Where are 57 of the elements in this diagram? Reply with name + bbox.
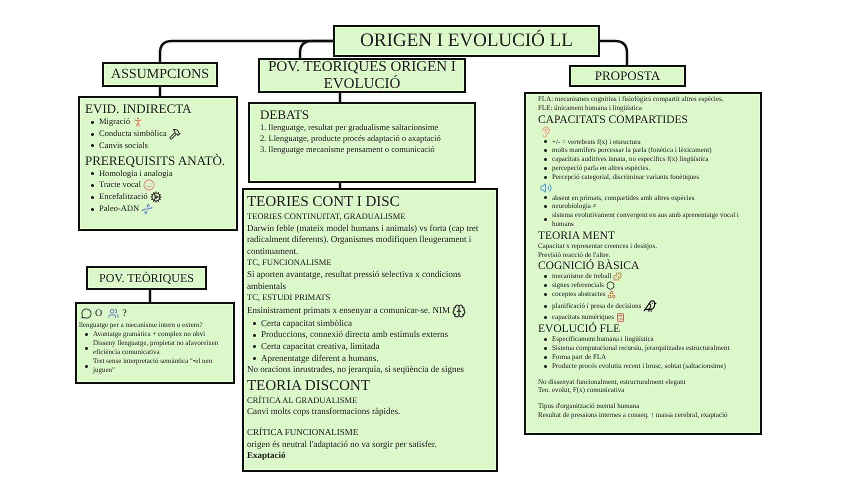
- text-line: Canvi molts cops transformacions ràpides.: [247, 406, 400, 418]
- list-item: Homologia i analogia: [99, 168, 173, 179]
- section-heading: DEBATS: [260, 107, 310, 122]
- text-line: No oracions inrustrades, no jerarquía, si seqüència de signes: [247, 364, 464, 376]
- text-line: Ensinistrament primats x ensenyar a comunicar-se. NIM: [247, 304, 450, 317]
- category-box: [86, 266, 207, 290]
- connector-line: [148, 290, 152, 302]
- subheading: TC, FUNCIONALISME: [247, 257, 332, 269]
- text-line: 1. llenguatge, resultat per gradualisme saltacionsime: [260, 122, 438, 133]
- subheading: CRÍTICA AL GRADUALISME: [247, 394, 358, 406]
- subheading: TC, ESTUDI PRIMATS: [247, 292, 330, 304]
- text-line: Si aporten avantatge, resultat pressió selectiva x condicions ambientals: [247, 268, 462, 292]
- content-box: [242, 188, 498, 472]
- content-box: [78, 96, 238, 231]
- section-heading: CAPACITATS COMPARTIDES: [538, 114, 688, 126]
- list-item: Tracte vocal: [99, 179, 141, 191]
- content-box: [75, 302, 235, 384]
- text-line: 3. llenguatge mecanisme pensament o comunicació: [260, 144, 435, 155]
- text-line: origen és neutral l'adaptació no va sorgir per satisfer.: [247, 438, 437, 450]
- text-line: Exaptació: [247, 450, 286, 462]
- list-item: Certa capacitat simbòlica: [261, 318, 352, 330]
- text-line: CRÍTICA FUNCIONALISME: [247, 426, 358, 438]
- text-line: O: [95, 309, 102, 318]
- list-item: Certa capacitat creativa, limitada: [261, 340, 380, 353]
- connector-line: [298, 40, 333, 58]
- list-item: Conducta simbòlica: [99, 128, 167, 140]
- text-line: Darwin feble (mateix model humans i animals) vs forta (cap tret radicalment diferents). Organismes modifiquen lleugerament i continuament.: [247, 222, 480, 258]
- connector-line: [338, 183, 342, 188]
- connector-line: [338, 93, 342, 102]
- list-item: Canvis socials: [99, 140, 148, 152]
- title-box: [333, 25, 600, 57]
- list-item: Aprenentatge diferent a humans.: [261, 352, 378, 364]
- list-item: Migració: [99, 116, 130, 128]
- content-box: [248, 102, 476, 183]
- subheading: TEORIES CONTINUITAT, GRADUALISME: [247, 211, 406, 223]
- connector-line: [158, 87, 162, 96]
- list-item: Produccions, connexió directa amb estímuls externs: [261, 329, 448, 341]
- section-heading: EVOLUCIÓ FLE: [538, 323, 620, 336]
- section-heading: PREREQUISITS ANATÒ.: [85, 152, 226, 168]
- category-box: [569, 65, 686, 87]
- list-item: Paleo-ADN: [99, 203, 140, 215]
- section-heading: TEORIA DISCONT: [247, 378, 370, 395]
- content-box: [524, 92, 762, 435]
- section-heading: COGNICIÓ BÀSICA: [538, 260, 640, 272]
- heading-text: PROPOSTA: [594, 67, 660, 86]
- section-heading: TEORIES CONT I DISC: [247, 194, 400, 211]
- connector-line: [600, 40, 628, 65]
- heading-text: POV. TEÒRIQUES ORIGEN I EVOLUCIÓ: [267, 58, 457, 92]
- text-line: 2. Llenguatge, producte procés adaptació o axaptació: [260, 133, 441, 144]
- list-item: Encefalització: [99, 191, 148, 203]
- heading-text: POV. TEÒRIQUES: [99, 270, 194, 287]
- section-heading: TEORIA MENT: [538, 230, 615, 242]
- text-line: ?: [122, 309, 127, 318]
- category-box: [102, 62, 218, 87]
- heading-text: ASSUMPCIONS: [110, 66, 210, 84]
- heading-text: ORIGEN I EVOLUCIÓ LL: [360, 30, 573, 52]
- section-heading: EVID. INDIRECTA: [85, 101, 192, 116]
